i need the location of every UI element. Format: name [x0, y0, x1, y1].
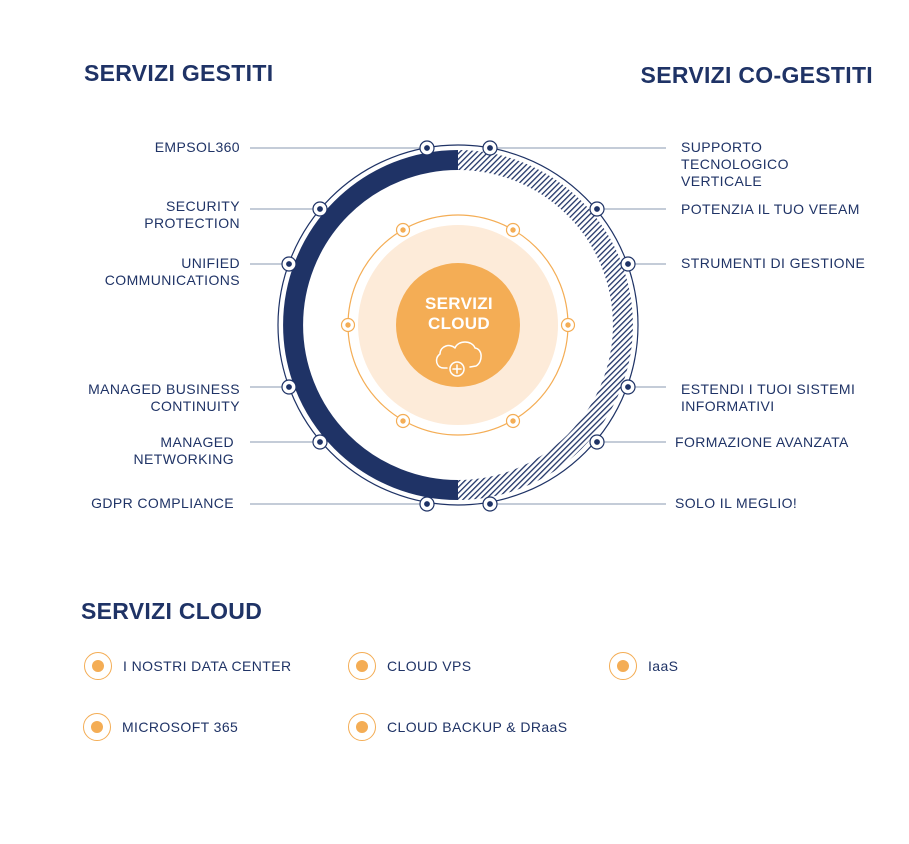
- ring-node: [589, 201, 605, 217]
- orbit-nodes: [340, 222, 576, 429]
- orbit-node: [340, 317, 356, 333]
- bullet-icon: [84, 652, 112, 680]
- orbit-node: [560, 317, 576, 333]
- bullet-icon: [348, 652, 376, 680]
- cloud-service-label: I NOSTRI DATA CENTER: [123, 658, 292, 674]
- ring-node: [620, 379, 636, 395]
- comanaged-arc: [457, 150, 633, 500]
- orbit-node: [505, 413, 521, 429]
- cloud-service-item: MICROSOFT 365: [83, 711, 238, 743]
- ring-node: [312, 201, 328, 217]
- cloud-service-item: I NOSTRI DATA CENTER: [84, 650, 292, 682]
- managed-service-label: EMPSOL360: [154, 139, 240, 155]
- bullet-icon: [83, 713, 111, 741]
- comanaged-service-label: FORMAZIONE AVANZATA: [675, 434, 849, 450]
- orbit-node: [395, 222, 411, 238]
- managed-service-label: GDPR COMPLIANCE: [91, 495, 234, 511]
- cloud-services-heading: SERVIZI CLOUD: [81, 598, 263, 624]
- ring-node: [620, 256, 636, 272]
- center-title: SERVIZI CLOUD: [425, 294, 493, 333]
- comanaged-service-label: POTENZIA IL TUO VEEAM: [681, 201, 860, 217]
- cloud-service-item: CLOUD VPS: [348, 650, 472, 682]
- ring-node: [281, 379, 297, 395]
- ring-node: [312, 434, 328, 450]
- comanaged-services-heading: SERVIZI CO-GESTITI: [640, 62, 873, 88]
- cloud-service-item: IaaS: [609, 650, 678, 682]
- cloud-service-item: CLOUD BACKUP & DRaaS: [348, 711, 567, 743]
- ring-node: [482, 496, 498, 512]
- managed-service-label: MANAGED NETWORKING: [133, 434, 234, 467]
- ring-node: [419, 496, 435, 512]
- managed-arc: [283, 150, 459, 500]
- cloud-service-label: CLOUD BACKUP & DRaaS: [387, 719, 568, 735]
- cloud-core: [396, 263, 520, 387]
- orbit-node: [505, 222, 521, 238]
- comanaged-service-label: STRUMENTI DI GESTIONE: [681, 255, 866, 271]
- comanaged-service-label: SOLO IL MEGLIO!: [675, 495, 798, 511]
- ring-nodes: [281, 140, 636, 512]
- managed-service-label: UNIFIED COMMUNICATIONS: [104, 255, 240, 288]
- ring-node: [281, 256, 297, 272]
- orbit-node: [395, 413, 411, 429]
- ring-node: [482, 140, 498, 156]
- bullet-icon: [609, 652, 637, 680]
- cloud-plus-icon: [435, 341, 482, 377]
- managed-service-label: SECURITY PROTECTION: [144, 198, 240, 231]
- services-diagram: [250, 140, 666, 512]
- comanaged-service-label: ESTENDI I TUOI SISTEMI INFORMATIVI: [681, 381, 856, 414]
- outer-ring: [277, 144, 639, 506]
- cloud-service-label: MICROSOFT 365: [122, 719, 239, 735]
- connector-lines: [250, 147, 666, 505]
- ring-node: [589, 434, 605, 450]
- ring-node: [419, 140, 435, 156]
- cloud-service-label: IaaS: [648, 658, 679, 674]
- managed-service-label: MANAGED BUSINESS CONTINUITY: [88, 381, 240, 414]
- cloud-service-label: CLOUD VPS: [387, 658, 472, 674]
- comanaged-service-label: SUPPORTO TECNOLOGICO VERTICALE: [681, 139, 789, 189]
- managed-services-heading: SERVIZI GESTITI: [84, 60, 274, 86]
- bullet-icon: [348, 713, 376, 741]
